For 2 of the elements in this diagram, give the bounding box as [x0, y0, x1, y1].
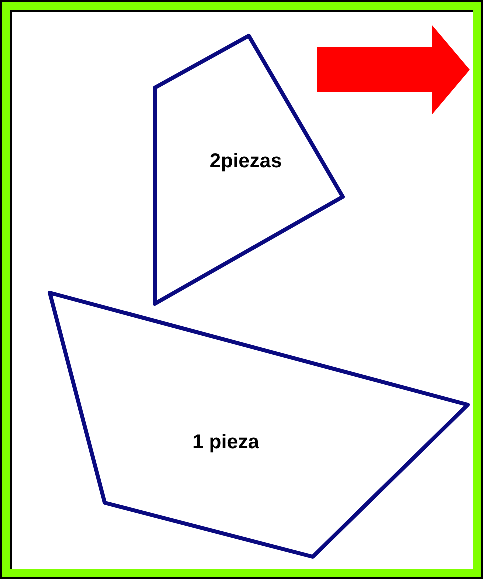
shape-label: 1 pieza: [192, 432, 260, 454]
shape-label: 2piezas: [210, 150, 282, 174]
